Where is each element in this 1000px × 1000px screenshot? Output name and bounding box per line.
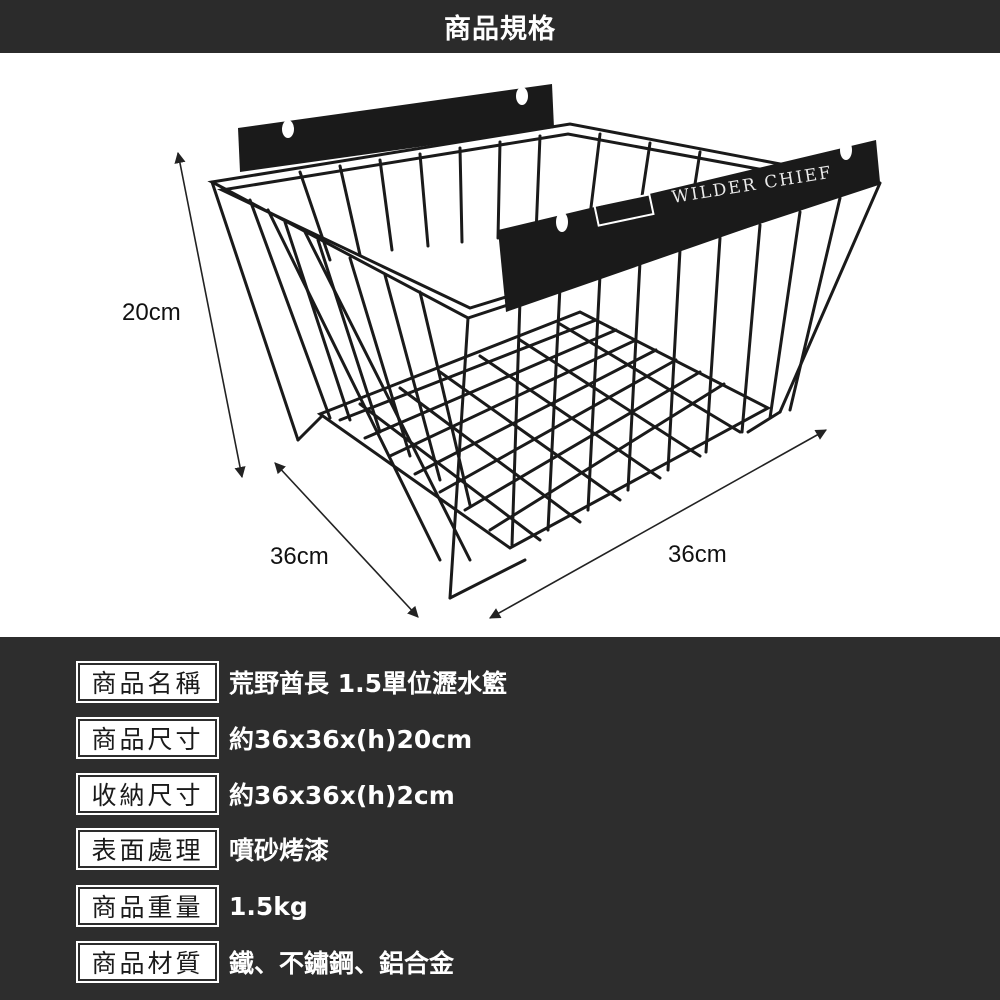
product-photo: WILDER CHIEF 20cm 36cm 36cm bbox=[0, 53, 1000, 637]
spec-row-weight: 商品重量 1.5kg bbox=[76, 885, 308, 927]
page-header: 商品規格 bbox=[0, 0, 1000, 53]
spec-label: 商品材質 bbox=[76, 941, 219, 983]
spec-value: 約36x36x(h)2cm bbox=[229, 781, 455, 810]
page-title: 商品規格 bbox=[444, 14, 556, 45]
width-dimension-label: 36cm bbox=[668, 541, 727, 568]
spec-value: 1.5kg bbox=[229, 891, 308, 921]
spec-label: 收納尺寸 bbox=[76, 773, 219, 815]
spec-row-storage-size: 收納尺寸 約36x36x(h)2cm bbox=[76, 773, 455, 815]
spec-row-name: 商品名稱 荒野酋長 1.5單位瀝水籃 bbox=[76, 661, 507, 703]
spec-value: 荒野酋長 1.5單位瀝水籃 bbox=[229, 669, 507, 698]
spec-label: 表面處理 bbox=[76, 828, 219, 870]
spec-value: 鐵、不鏽鋼、鋁合金 bbox=[229, 949, 455, 978]
width-arrow bbox=[489, 429, 827, 619]
front-brand-plate bbox=[498, 140, 880, 312]
depth-arrow bbox=[274, 462, 419, 618]
depth-dimension-label: 36cm bbox=[270, 543, 329, 570]
spec-label: 商品重量 bbox=[76, 885, 219, 927]
spec-row-finish: 表面處理 噴砂烤漆 bbox=[76, 828, 330, 870]
back-hanging-plate bbox=[238, 84, 554, 172]
spec-row-material: 商品材質 鐵、不鏽鋼、鋁合金 bbox=[76, 941, 455, 983]
spec-value: 約36x36x(h)20cm bbox=[229, 725, 473, 754]
spec-value: 噴砂烤漆 bbox=[229, 836, 330, 865]
spec-label: 商品名稱 bbox=[76, 661, 219, 703]
basket-illustration bbox=[174, 84, 882, 619]
spec-row-size: 商品尺寸 約36x36x(h)20cm bbox=[76, 717, 473, 759]
spec-table: 商品名稱 荒野酋長 1.5單位瀝水籃 商品尺寸 約36x36x(h)20cm 收… bbox=[0, 637, 1000, 1000]
height-dimension-label: 20cm bbox=[122, 299, 181, 326]
height-arrow bbox=[174, 151, 246, 479]
spec-label: 商品尺寸 bbox=[76, 717, 219, 759]
